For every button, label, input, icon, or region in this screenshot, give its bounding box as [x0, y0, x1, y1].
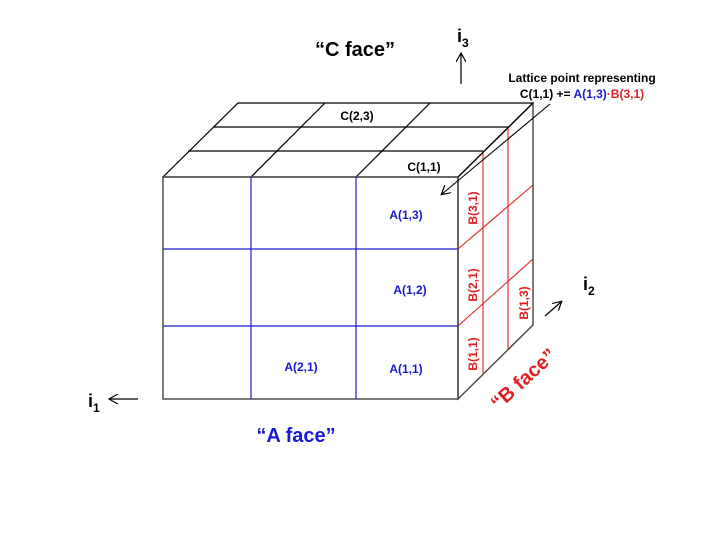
- i2-axis-label: i2: [583, 274, 595, 298]
- label-b13: B(1,3): [517, 286, 531, 319]
- label-c11: C(1,1): [407, 160, 440, 174]
- label-a21: A(2,1): [284, 360, 317, 374]
- label-b31: B(3,1): [466, 191, 480, 224]
- annotation-line2: C(1,1) += A(1,3)·B(3,1): [520, 87, 644, 101]
- i2-arrow-icon: [544, 302, 561, 317]
- i1-axis-label: i1: [88, 391, 100, 415]
- label-a11: A(1,1): [389, 362, 422, 376]
- annotation-arrow: [442, 103, 551, 194]
- i3-axis-label: i3: [457, 26, 469, 50]
- side-face-b: [457, 101, 534, 401]
- b-face-title: “B face”: [487, 345, 561, 415]
- label-a12: A(1,2): [393, 283, 426, 297]
- label-b21: B(2,1): [466, 268, 480, 301]
- label-b11: B(1,1): [466, 337, 480, 370]
- c-face-title: “C face”: [315, 39, 395, 61]
- annotation-line1: Lattice point representing: [508, 71, 655, 85]
- a-face-title: “A face”: [256, 425, 335, 447]
- label-a13: A(1,3): [389, 208, 422, 222]
- front-face-a: [162, 176, 459, 400]
- label-c23: C(2,3): [340, 109, 373, 123]
